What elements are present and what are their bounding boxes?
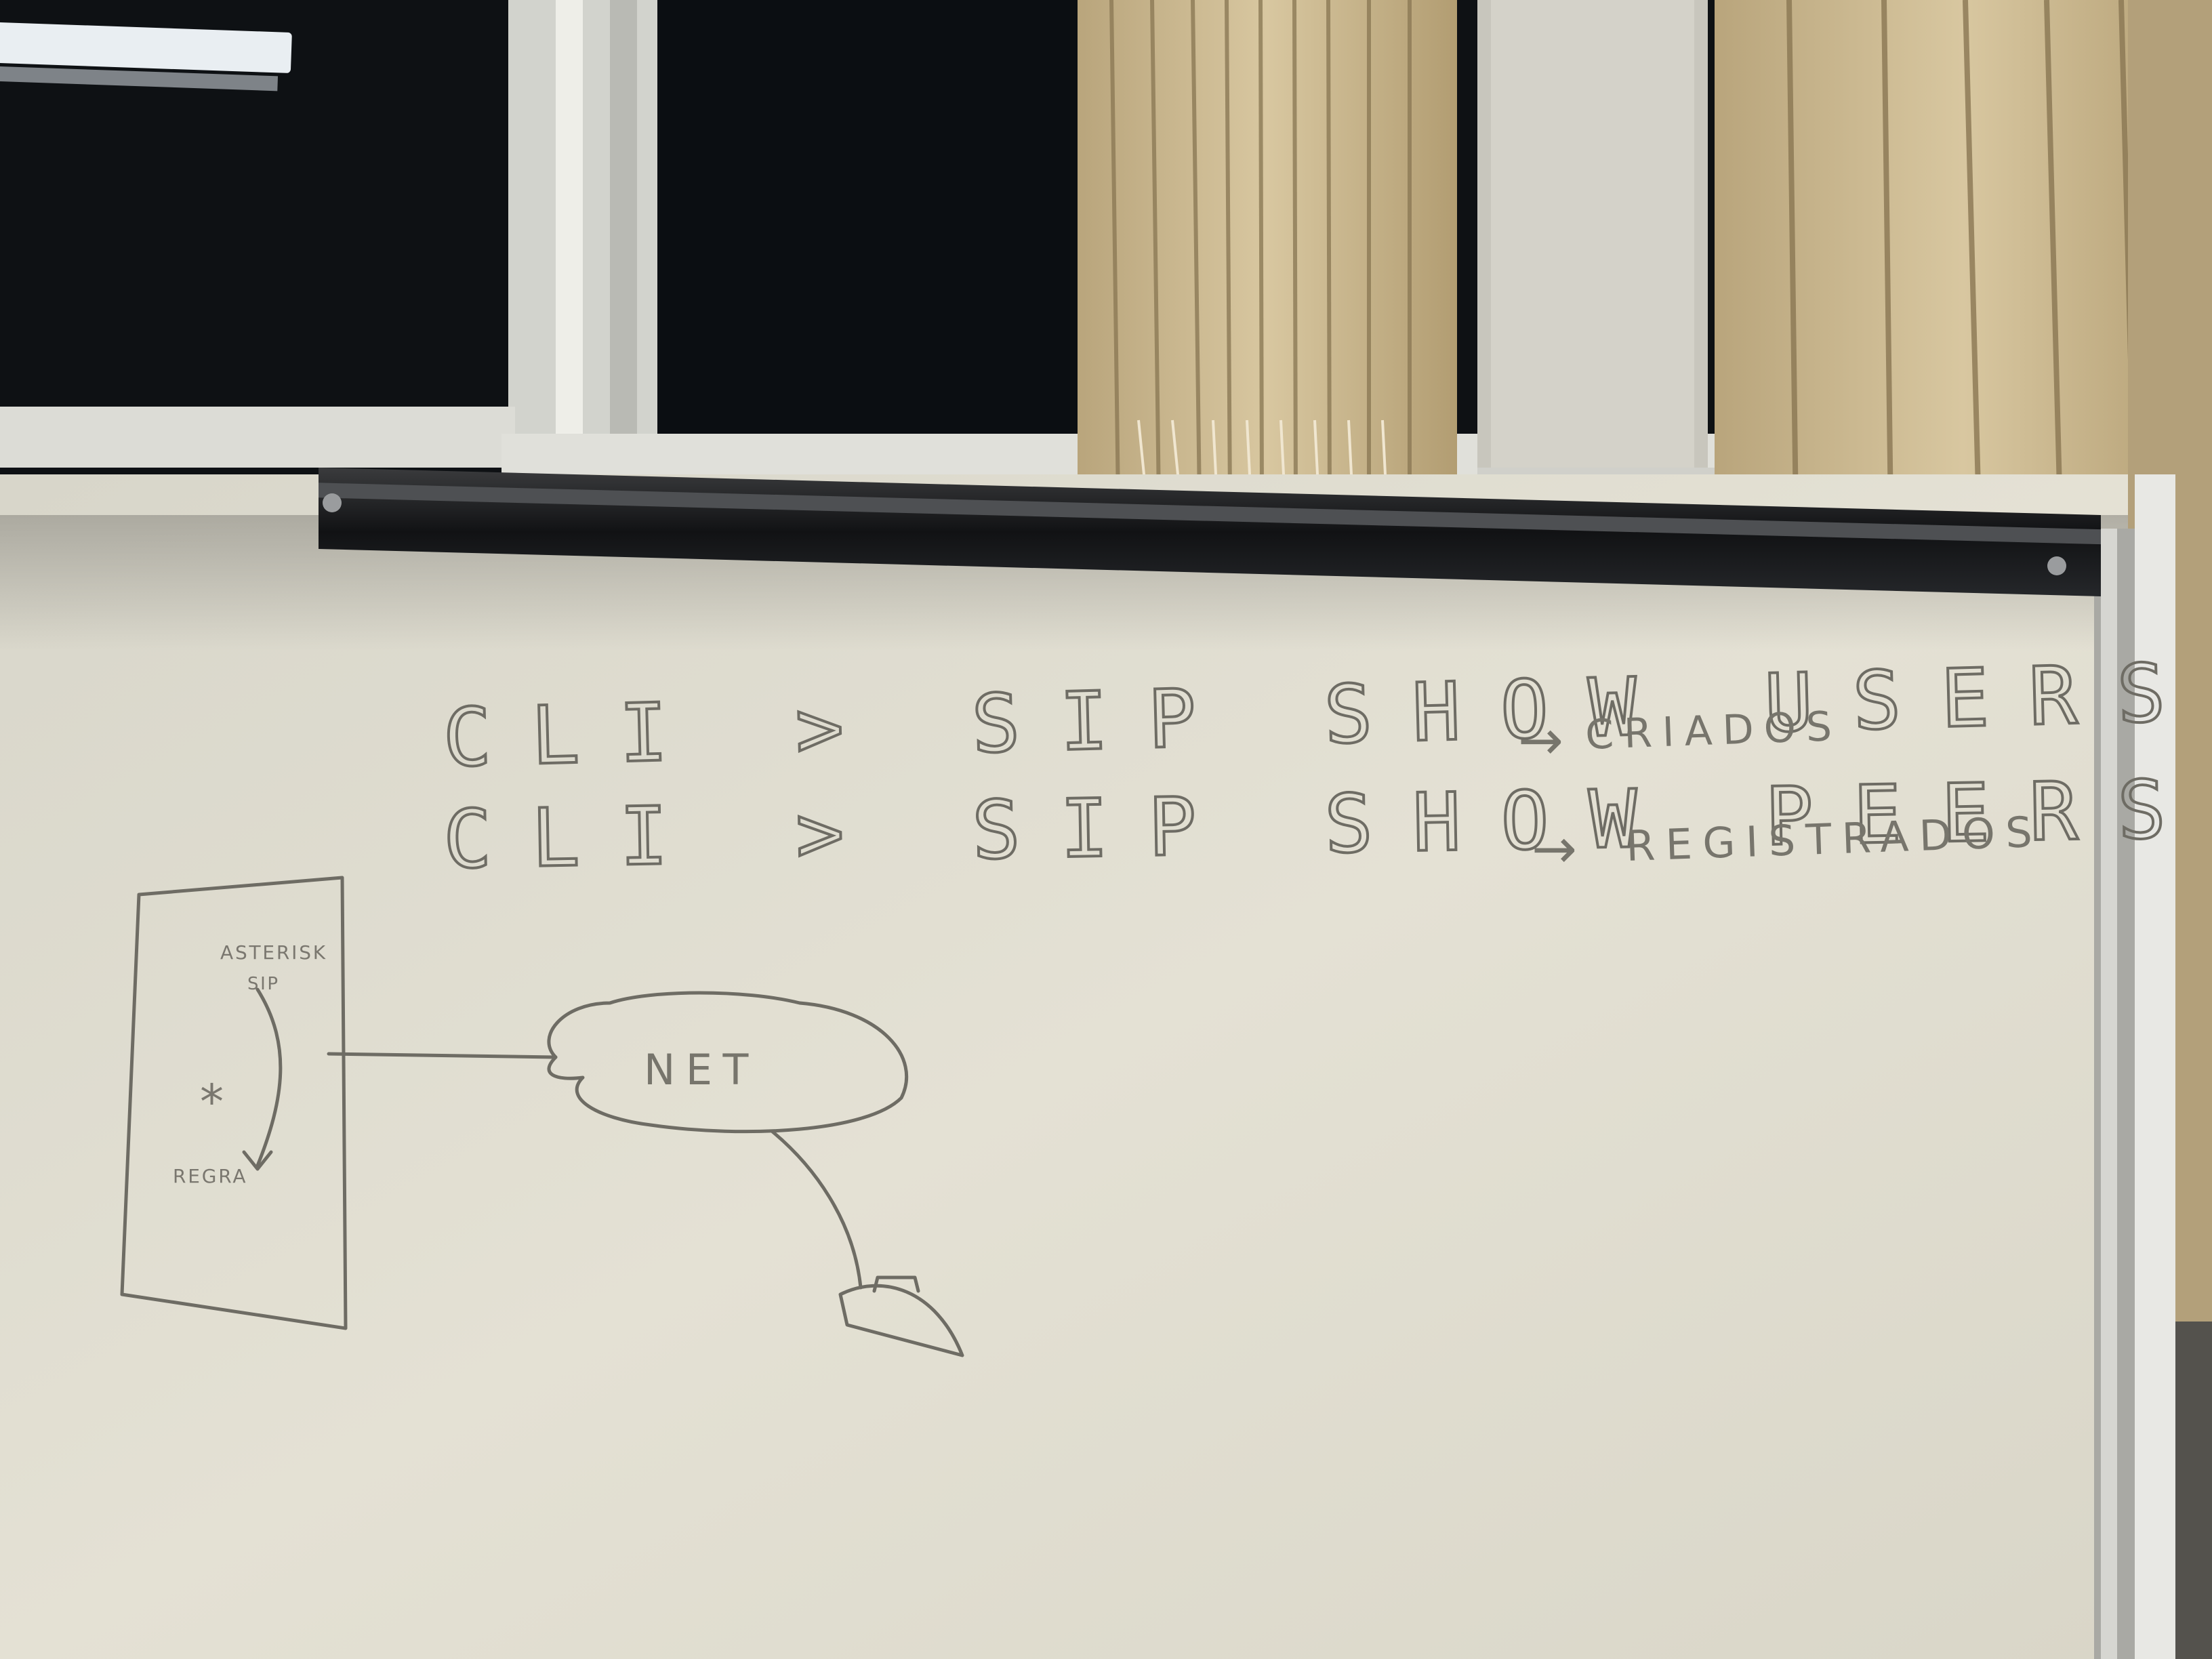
cable-line	[771, 1130, 863, 1290]
box-label-bottom: REGRA	[173, 1165, 247, 1187]
telephone-sketch	[838, 1284, 964, 1357]
box-arrow	[255, 987, 283, 1168]
box-arrow-head	[242, 1150, 273, 1171]
cloud-label: NET	[644, 1045, 759, 1094]
network-diagram	[120, 876, 964, 1357]
arrow-line-1: →	[1518, 709, 1577, 772]
internet-cloud	[547, 991, 909, 1134]
arrow-line-2: →	[1532, 817, 1591, 880]
ceiling-light	[0, 22, 292, 91]
connection-line	[327, 1052, 558, 1059]
box-star: *	[200, 1074, 228, 1130]
whiteboard	[0, 474, 2212, 1659]
roller-endcap-left	[323, 493, 342, 512]
roller-endcap-right	[2047, 556, 2066, 575]
screen-roller	[319, 468, 2101, 596]
result-line-1: CRIADOS	[1584, 703, 1843, 759]
box-label-top: ASTERISK	[220, 941, 327, 964]
telephone-handle	[872, 1275, 920, 1293]
vertical-blinds-left	[1078, 0, 1457, 502]
box-label-sip: SIP	[247, 974, 280, 994]
server-box	[120, 876, 348, 1330]
diagram-labels: ASTERISK SIP * REGRA NET	[173, 941, 759, 1187]
